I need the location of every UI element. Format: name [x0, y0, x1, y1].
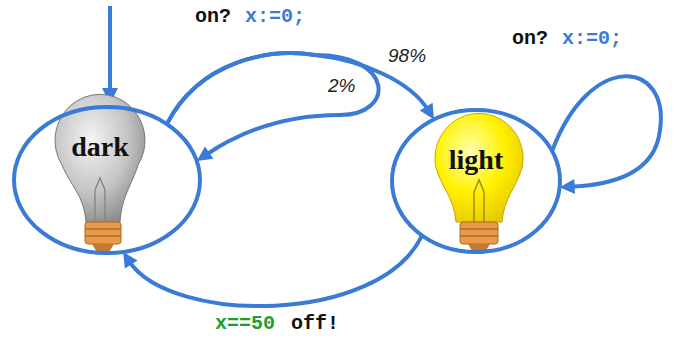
- guard-text: on?: [195, 6, 231, 28]
- state-dark: dark: [12, 105, 202, 255]
- arrow-head: [420, 103, 434, 120]
- probability-label: 2%: [326, 76, 357, 97]
- light-bulb: [435, 113, 523, 254]
- state-name: dark: [71, 131, 129, 163]
- guard-text: x==50: [215, 313, 275, 335]
- transition-line: [552, 76, 661, 186]
- action-text: off!: [291, 313, 339, 335]
- arrow-head: [197, 146, 214, 161]
- state-name: light: [449, 144, 503, 176]
- arrow-head: [123, 252, 138, 269]
- transition-arrow: [552, 76, 661, 194]
- transition-arrow: [123, 235, 422, 306]
- transition-line: [167, 53, 379, 155]
- state-light: light: [390, 108, 562, 254]
- transition-arrow: [167, 53, 379, 161]
- guard-text: on?: [512, 28, 548, 50]
- initial-arrow: [108, 6, 112, 92]
- state-outline: [390, 108, 562, 254]
- update-text: x:=0;: [245, 6, 305, 28]
- update-text: x:=0;: [562, 28, 622, 50]
- transition-line: [129, 235, 423, 306]
- probability-label: 98%: [386, 46, 428, 67]
- state-outline: [12, 105, 202, 255]
- dark-bulb: [55, 94, 145, 254]
